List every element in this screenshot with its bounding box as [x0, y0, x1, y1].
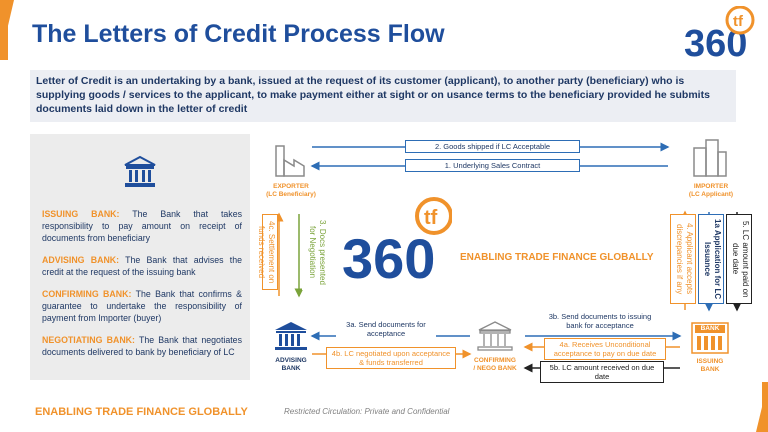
step-docs-presented: 3. Docs presented for Negotiation: [302, 214, 328, 290]
corner-accent-bottom-bar: [762, 382, 768, 432]
center-brand-logo: 360 tf: [342, 197, 452, 286]
bank-icon: [124, 155, 156, 187]
definition-confirming-bank: CONFIRMING BANK: The Bank that confirms …: [42, 289, 242, 323]
page-title: The Letters of Credit Process Flow: [32, 20, 445, 48]
bank-sign-text: BANK: [700, 325, 720, 332]
definition-advising-bank: ADVISING BANK: The Bank that advises the…: [42, 255, 242, 277]
importer-label: IMPORTER(LC Applicant): [688, 183, 734, 198]
step-lc-negotiated: 4b. LC negotiated upon acceptance & fund…: [326, 347, 456, 369]
step-lc-paid: 5. LC amount paid on due date: [726, 214, 752, 304]
center-tagline: ENABLING TRADE FINANCE GLOBALLY: [460, 252, 654, 263]
step-lc-application: 1a Application for LC Issuance: [698, 214, 724, 304]
confirming-bank-icon: [477, 321, 513, 351]
footer-confidential-note: Restricted Circulation: Private and Conf…: [284, 407, 450, 416]
exporter-label: EXPORTER(LC Beneficiary): [266, 183, 316, 198]
definitions-panel: ISSUING BANK: The Bank that takes respon…: [30, 134, 250, 380]
brand-logo: 360 tf: [684, 6, 755, 62]
factory-icon: [275, 145, 305, 177]
step-send-docs-acceptance: 3a. Send documents for acceptance: [336, 320, 436, 338]
intro-definition: Letter of Credit is an undertaking by a …: [30, 70, 736, 122]
step-applicant-accepts: 4. Applicant accepts discrepancies if an…: [670, 214, 696, 304]
svg-text:tf: tf: [424, 207, 438, 229]
step-settlement: 4c. Settlement on funds received: [257, 214, 278, 290]
step-unconditional-acceptance: 4a. Receives Unconditional acceptance to…: [544, 338, 666, 360]
confirming-bank-label: CONFIRMING/ NEGO BANK: [473, 357, 517, 372]
step-send-docs-issuing: 3b. Send documents to issuing bank for a…: [540, 312, 660, 330]
corner-accent-bar: [0, 0, 8, 60]
definition-issuing-bank: ISSUING BANK: The Bank that takes respon…: [42, 209, 242, 243]
footer-tagline: ENABLING TRADE FINANCE GLOBALLY: [35, 406, 248, 418]
issuing-bank-icon: [691, 322, 729, 354]
step-lc-received: 5b. LC amount received on due date: [540, 361, 664, 383]
step-goods-shipped: 2. Goods shipped if LC Acceptable: [405, 140, 580, 153]
definition-negotiating-bank: NEGOTIATING BANK: The Bank that negotiat…: [42, 335, 242, 357]
advising-bank-icon: [275, 322, 307, 350]
city-building-icon: [693, 139, 727, 177]
logo-superscript: tf: [733, 13, 744, 30]
svg-text:360: 360: [342, 227, 435, 286]
step-sales-contract: 1. Underlying Sales Contract: [405, 159, 580, 172]
